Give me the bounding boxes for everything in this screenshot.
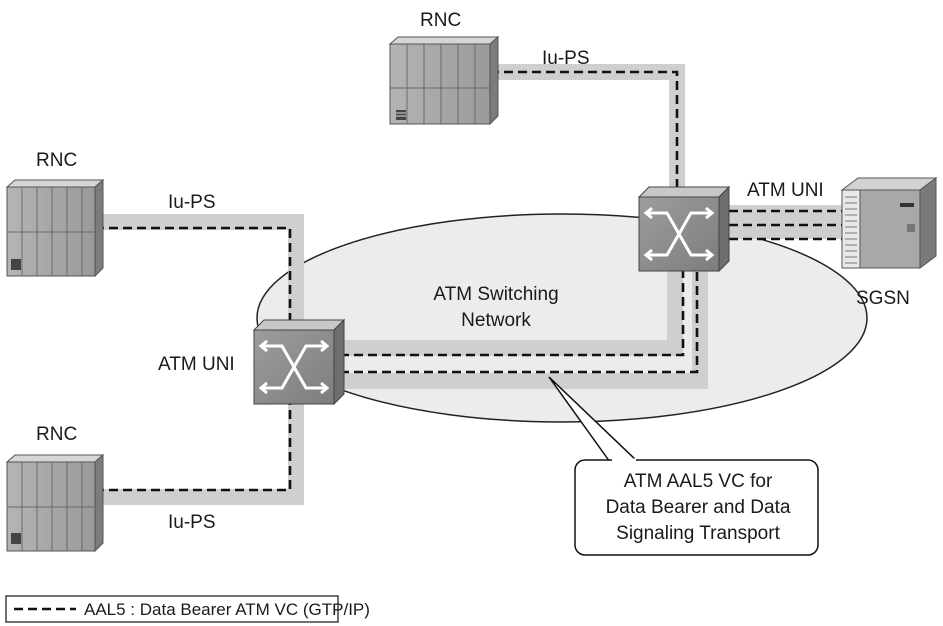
trunk-bottom-rnc — [95, 398, 304, 505]
atm-switch-left — [252, 318, 346, 406]
rnc-top-label: RNC — [420, 10, 461, 31]
rnc-bottom-device — [5, 453, 105, 553]
vc-bottom-rnc — [95, 398, 292, 492]
callout: ATM AAL5 VC for Data Bearer and Data Sig… — [548, 376, 819, 556]
legend-text: AAL5 : Data Bearer ATM VC (GTP/IP) — [84, 600, 370, 619]
network-label-line-2: Network — [461, 310, 531, 331]
callout-line-2: Data Bearer and Data — [606, 497, 791, 518]
rnc-top-device — [388, 35, 500, 126]
rnc-left-label: RNC — [36, 150, 77, 171]
aal5-vc-lines — [95, 70, 845, 492]
network-label-line-1: ATM Switching — [433, 284, 558, 305]
rnc-left-device — [5, 178, 105, 278]
switch-arrows-icon — [643, 206, 715, 262]
callout-box — [574, 459, 819, 556]
iu-ps-left-label: Iu-PS — [168, 192, 216, 213]
rnc-bottom-label: RNC — [36, 424, 77, 445]
vc-left-rnc — [95, 226, 292, 345]
trunk-left-rnc — [95, 214, 304, 340]
callout-line-3: Signaling Transport — [616, 523, 780, 544]
atm-uni-left-label: ATM UNI — [158, 354, 235, 375]
legend: AAL5 : Data Bearer ATM VC (GTP/IP) — [5, 595, 370, 623]
callout-line-1: ATM AAL5 VC for — [624, 471, 773, 492]
atm-uni-right-label: ATM UNI — [747, 180, 824, 201]
iu-ps-bottom-label: Iu-PS — [168, 512, 216, 533]
atm-switch-right — [637, 185, 731, 273]
trunk-atm-to-switch-lower — [340, 268, 708, 389]
vc-top-rnc — [490, 70, 679, 200]
sgsn-device — [840, 177, 938, 269]
switch-arrows-icon — [258, 339, 330, 395]
iu-ps-top-label: Iu-PS — [542, 48, 590, 69]
vc-switch-1 — [340, 268, 685, 357]
sgsn-label: SGSN — [856, 288, 910, 309]
trunk-top-rnc — [490, 64, 685, 200]
trunk-atm-to-switch — [340, 268, 683, 356]
vc-switch-2 — [340, 268, 699, 374]
